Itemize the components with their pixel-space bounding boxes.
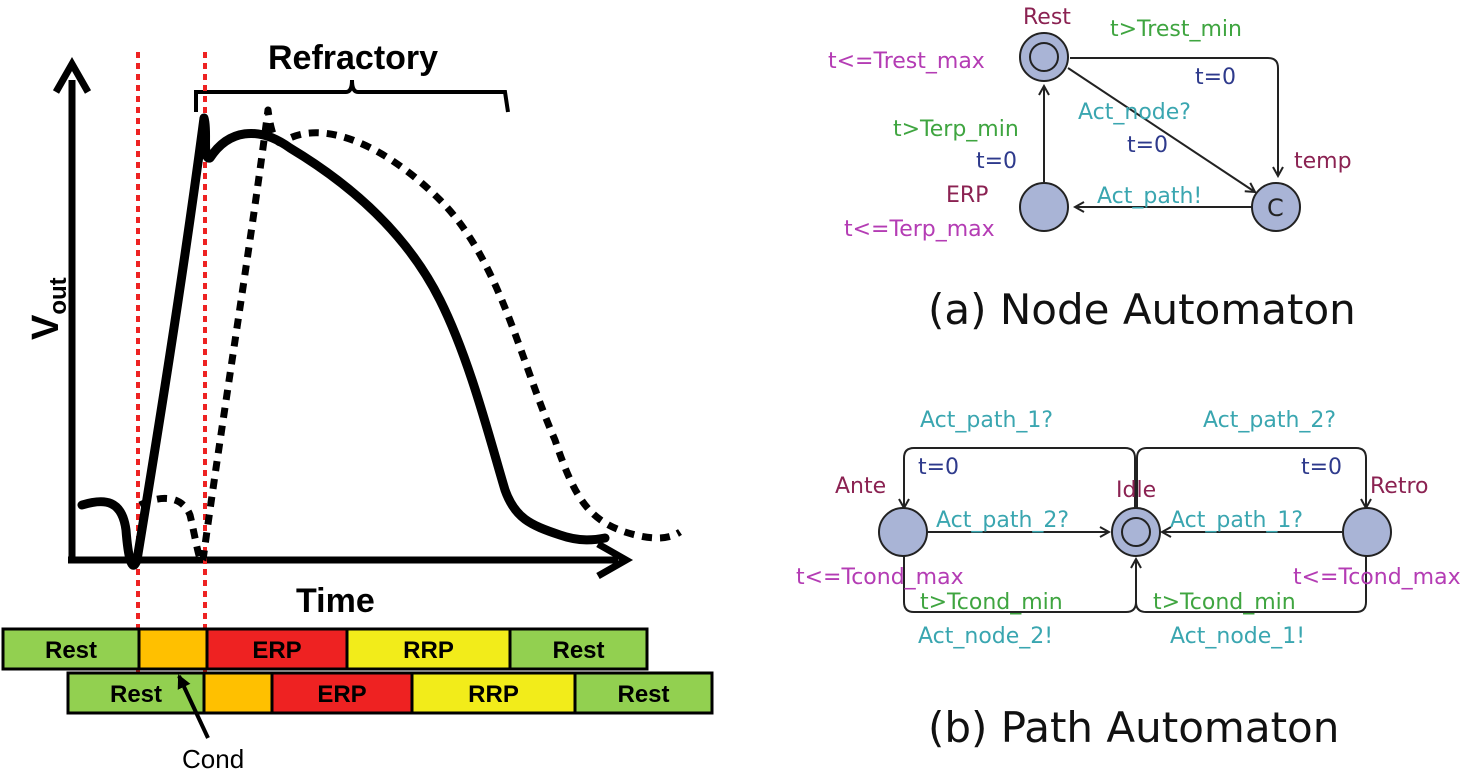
location-erp xyxy=(1019,182,1069,232)
x-axis-arrowhead xyxy=(596,540,634,580)
sync-ante-idle: Act_path_2? xyxy=(936,508,1069,533)
sync-retro-idle: Act_path_1? xyxy=(1170,508,1303,533)
timeline-top: Rest ERP RRP Rest xyxy=(1,627,649,671)
timeline-top-label-3: RRP xyxy=(403,637,454,664)
state-name-retro: Retro xyxy=(1370,474,1428,499)
sync-idle-retro: Act_path_2? xyxy=(1203,408,1336,433)
timeline-bottom-label-3: RRP xyxy=(468,681,519,708)
node-automaton: C Rest t<=Trest_max t>Trest_min t=0 Act_… xyxy=(828,5,1356,334)
state-name-idle: Idle xyxy=(1116,478,1156,503)
timeline-top-segment-3 xyxy=(345,627,512,671)
state-name-temp: temp xyxy=(1294,149,1352,174)
y-axis-label: V xyxy=(25,314,67,340)
edge-idle-to-ante xyxy=(904,447,1136,508)
action-potential-solid xyxy=(77,113,610,570)
x-axis-label: Time xyxy=(296,582,375,620)
caption-path-automaton: (b) Path Automaton xyxy=(928,703,1339,752)
waveform-plot: Vout Time Refractory xyxy=(25,39,682,690)
timeline-bottom-segment-2 xyxy=(270,671,414,715)
sync-act-path: Act_path! xyxy=(1097,184,1202,209)
invariant-rest: t<=Trest_max xyxy=(828,49,985,74)
location-ante xyxy=(878,507,928,557)
timeline-top-segment-1 xyxy=(137,627,209,671)
sync-ante-return: Act_node_2! xyxy=(918,624,1053,649)
invariant-retro: t<=Tcond_max xyxy=(1293,565,1461,590)
state-name-erp: ERP xyxy=(946,183,988,208)
assign-idle-retro: t=0 xyxy=(1301,455,1342,480)
edge-ante-return xyxy=(903,556,1136,613)
edge-idle-to-retro xyxy=(1136,447,1366,508)
state-name-ante: Ante xyxy=(835,474,886,499)
sync-act-node: Act_node? xyxy=(1078,100,1191,125)
assign-erp-rest: t=0 xyxy=(976,149,1017,174)
assign-idle-ante: t=0 xyxy=(918,455,959,480)
timeline-top-segment-2 xyxy=(205,627,349,671)
svg-text:Vout: Vout xyxy=(25,277,72,340)
path-automaton: Act_path_1? t=0 Act_path_2? t=0 Ante Idl… xyxy=(796,408,1461,752)
guard-erp-rest: t>Terp_min xyxy=(893,117,1019,142)
timeline-bottom-label-0: Rest xyxy=(110,681,162,708)
state-name-rest: Rest xyxy=(1023,5,1071,30)
guard-retro-return: t>Tcond_min xyxy=(1153,590,1296,615)
location-rest xyxy=(1019,32,1069,82)
timeline-bottom-label-4: Rest xyxy=(617,681,669,708)
assign-rest-temp: t=0 xyxy=(1195,65,1236,90)
y-axis-subscript: out xyxy=(45,277,72,314)
location-idle xyxy=(1111,507,1161,557)
guard-rest-temp: t>Trest_min xyxy=(1110,17,1242,42)
location-rest-initial-ring xyxy=(1029,42,1059,72)
sync-idle-ante: Act_path_1? xyxy=(920,408,1053,433)
refractory-bracket xyxy=(194,79,510,113)
assign-act-node: t=0 xyxy=(1127,133,1168,158)
timeline-bottom-label-2: ERP xyxy=(317,681,366,708)
edge-retro-return xyxy=(1135,556,1367,613)
edge-rest-to-temp-top xyxy=(1070,57,1278,176)
timeline-top-label-4: Rest xyxy=(552,637,604,664)
caption-node-automaton: (a) Node Automaton xyxy=(928,285,1356,334)
edge-rest-to-temp-diagonal xyxy=(1067,67,1255,192)
cond-arrow xyxy=(177,674,210,739)
timeline-bottom-segment-3 xyxy=(410,671,577,715)
timeline-top-label-2: ERP xyxy=(252,637,301,664)
refractory-label: Refractory xyxy=(268,39,438,77)
committed-mark: C xyxy=(1267,194,1284,222)
timeline-bottom: Rest ERP RRP Rest xyxy=(66,671,714,715)
location-temp xyxy=(1251,182,1301,232)
timeline-bottom-segment-4 xyxy=(573,671,714,715)
sync-retro-return: Act_node_1! xyxy=(1170,624,1305,649)
timeline-top-segment-4 xyxy=(508,627,649,671)
y-axis-arrowhead xyxy=(52,56,92,94)
timeline-top-label-0: Rest xyxy=(45,637,97,664)
location-idle-initial-ring xyxy=(1121,517,1151,547)
cond-label: Cond xyxy=(182,744,244,774)
invariant-ante: t<=Tcond_max xyxy=(796,565,964,590)
action-potential-dashed xyxy=(138,106,682,565)
invariant-erp: t<=Terp_max xyxy=(844,217,995,242)
location-retro xyxy=(1342,507,1392,557)
timeline-bottom-segment-1 xyxy=(202,671,274,715)
guard-ante-return: t>Tcond_min xyxy=(920,590,1063,615)
